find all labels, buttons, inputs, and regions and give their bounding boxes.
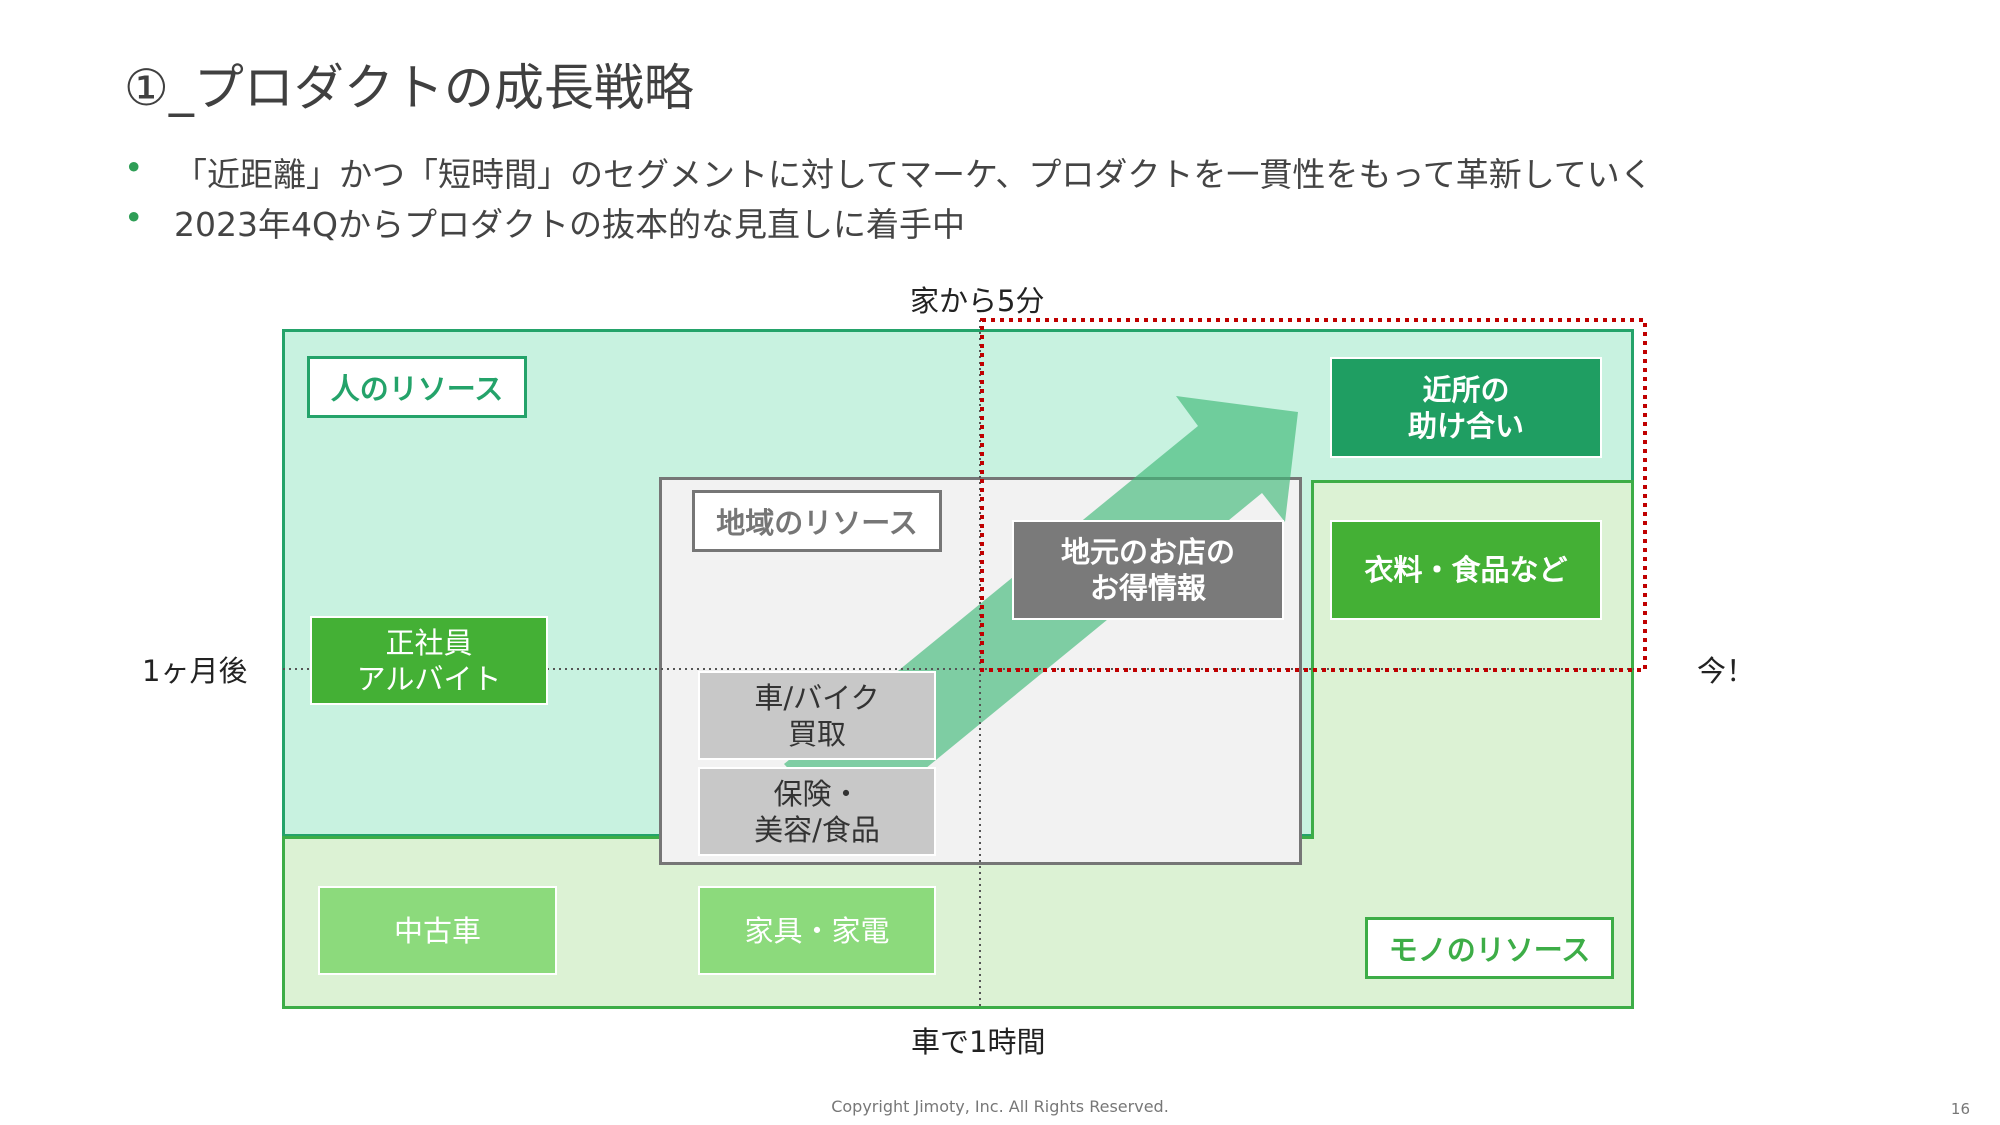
box-used-car: 中古車 xyxy=(318,886,557,975)
region-label-things: モノのリソース xyxy=(1365,917,1614,979)
box-insurance-beauty: 保険・ 美容/食品 xyxy=(698,767,936,856)
box-car-bike: 車/バイク 買取 xyxy=(698,671,936,760)
page-title: ①_プロダクトの成長戦略 xyxy=(124,59,694,117)
region-label-people: 人のリソース xyxy=(307,356,527,418)
box-local-shop-deals: 地元のお店の お得情報 xyxy=(1012,520,1284,620)
footer-copyright: Copyright Jimoty, Inc. All Rights Reserv… xyxy=(831,1097,1169,1116)
bullet-dot-icon: • xyxy=(124,148,144,187)
box-fulltime-parttime: 正社員 アルバイト xyxy=(310,616,548,705)
box-neighborhood-help: 近所の 助け合い xyxy=(1330,357,1602,458)
axis-label-right: 今！ xyxy=(1697,654,1756,688)
region-label-local: 地域のリソース xyxy=(692,490,942,552)
bullet-text: 「近距離」かつ「短時間」のセグメントに対してマーケ、プロダクトを一貫性をもって革… xyxy=(174,155,1653,194)
bullet-text: 2023年4Qからプロダクトの抜本的な見直しに着手中 xyxy=(174,205,965,244)
bullet-dot-icon: • xyxy=(124,198,144,237)
axis-label-bottom: 車で1時間 xyxy=(911,1025,1046,1059)
page-number: 16 xyxy=(1950,1100,1970,1118)
axis-label-left: 1ヶ月後 xyxy=(142,654,248,688)
axis-label-top: 家から5分 xyxy=(910,284,1045,318)
box-clothing-food: 衣料・食品など xyxy=(1330,520,1602,620)
box-furniture-appliances: 家具・家電 xyxy=(698,886,936,975)
